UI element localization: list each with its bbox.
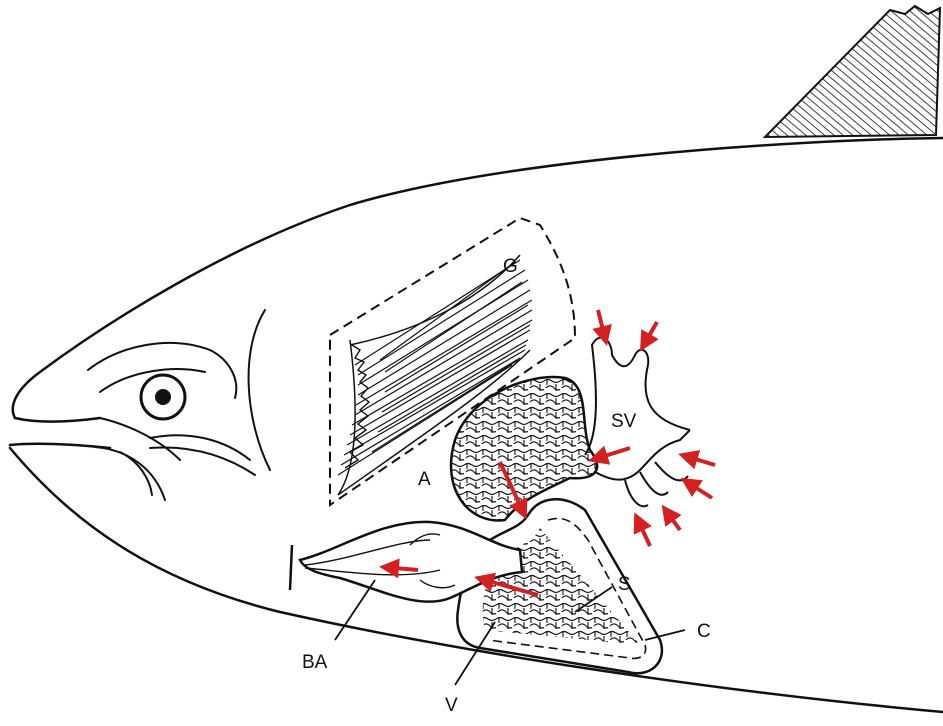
label-atrium: A	[418, 469, 431, 490]
label-compact-myocardium: C	[697, 621, 711, 642]
label-bulbus-arteriosus: BA	[302, 652, 328, 673]
dorsal-fin	[765, 6, 940, 137]
label-ventricle: V	[445, 695, 458, 716]
heart	[290, 338, 690, 674]
label-spongy-myocardium: S	[618, 574, 631, 595]
eye-icon	[141, 375, 185, 419]
label-sinus-venosus: SV	[611, 411, 637, 432]
label-gills: G	[503, 256, 518, 277]
